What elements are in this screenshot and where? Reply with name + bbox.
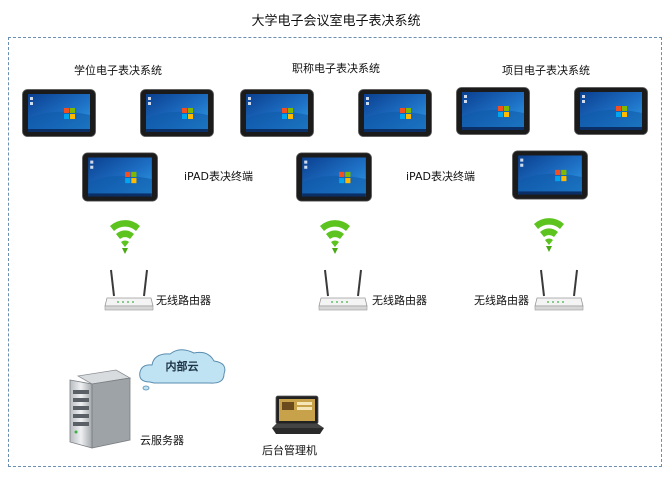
system-label-title: 职称电子表决系统 xyxy=(292,62,380,75)
system-label-degree: 学位电子表决系统 xyxy=(74,64,162,77)
terminal-label: iPAD表决终端 xyxy=(406,170,475,183)
system-label-project: 项目电子表决系统 xyxy=(502,64,590,77)
tablet-icon xyxy=(358,89,432,137)
tablet-icon xyxy=(512,150,588,200)
tablet-icon xyxy=(240,89,314,137)
router-label: 无线路由器 xyxy=(372,294,427,307)
router-label: 无线路由器 xyxy=(156,294,211,307)
tablet-icon xyxy=(22,89,96,137)
wifi-signal-icon xyxy=(108,216,142,256)
terminal-label: iPAD表决终端 xyxy=(184,170,253,183)
wifi-signal-icon xyxy=(318,216,352,256)
cloud-icon xyxy=(139,349,226,391)
admin-label: 后台管理机 xyxy=(262,444,317,457)
laptop-icon xyxy=(272,395,324,434)
tablet-icon xyxy=(456,87,530,135)
server-icon xyxy=(69,369,132,449)
wireless-router-icon xyxy=(104,268,154,314)
page-title: 大学电子会议室电子表决系统 xyxy=(251,14,421,29)
tablet-icon xyxy=(296,152,372,202)
tablet-icon xyxy=(82,152,158,202)
tablet-icon xyxy=(140,89,214,137)
tablet-icon xyxy=(574,87,648,135)
wireless-router-icon xyxy=(318,268,368,314)
cloud-label: 内部云 xyxy=(165,360,199,373)
system-boundary xyxy=(8,37,662,467)
wireless-router-icon xyxy=(534,268,584,314)
wifi-signal-icon xyxy=(532,214,566,254)
router-label: 无线路由器 xyxy=(474,294,529,307)
server-label: 云服务器 xyxy=(140,434,184,447)
